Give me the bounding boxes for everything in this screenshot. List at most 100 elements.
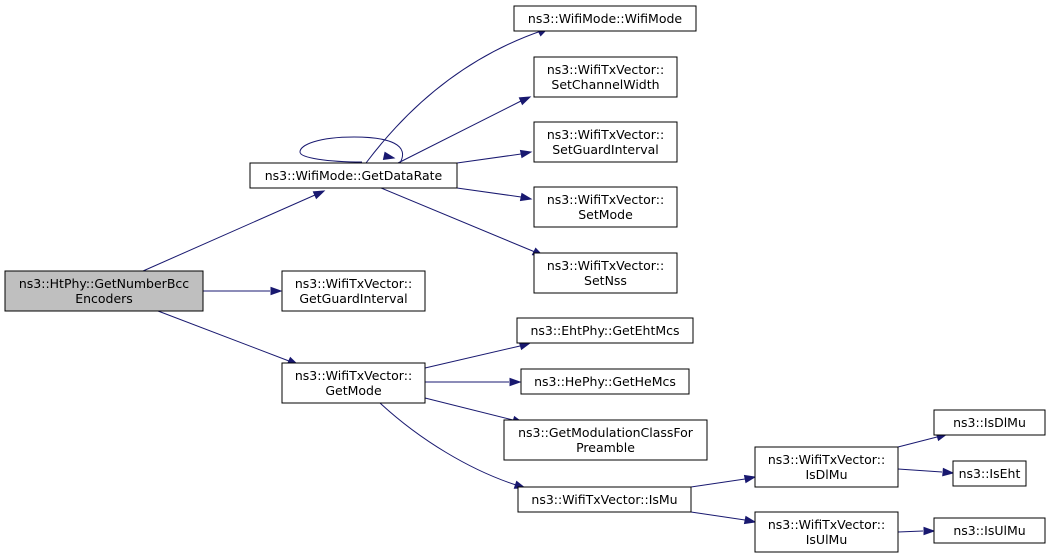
arrowhead-icon bbox=[942, 467, 955, 477]
node-box bbox=[520, 368, 690, 395]
edge-line bbox=[690, 511, 746, 521]
node-label-line: ns3::HtPhy::GetNumberBcc bbox=[19, 276, 189, 291]
node-label-line: ns3::WifiMode::WifiMode bbox=[528, 11, 683, 26]
edge-line bbox=[379, 402, 517, 486]
node-label-line: ns3::WifiTxVector:: bbox=[547, 127, 664, 142]
node-label-line: GetMode bbox=[325, 383, 382, 398]
edge-line bbox=[365, 29, 545, 164]
arrowhead-icon bbox=[518, 96, 532, 106]
node-box bbox=[281, 270, 426, 312]
edge-line bbox=[397, 100, 522, 164]
node-label-line: ns3::WifiMode::GetDataRate bbox=[265, 168, 443, 183]
node-wifitxvector-setnss[interactable]: ns3::WifiTxVector::SetNss bbox=[533, 252, 678, 294]
node-box bbox=[533, 186, 678, 228]
node-wifitxvector-setmode[interactable]: ns3::WifiTxVector::SetMode bbox=[533, 186, 678, 228]
edge-wifimode_getdatarate-to-wifitxvector_setchannelwidth bbox=[397, 96, 532, 164]
node-label-line: IsDlMu bbox=[805, 467, 847, 482]
node-wifimode-wifimode[interactable]: ns3::WifiMode::WifiMode bbox=[513, 5, 697, 32]
edge-wifimode_getdatarate-to-wifitxvector_setnss bbox=[380, 187, 545, 257]
node-label-line: ns3::WifiTxVector::IsMu bbox=[531, 492, 677, 507]
arrowhead-icon bbox=[923, 526, 936, 536]
edge-wifitxvector_ismu-to-wifitxvector_isdlmu bbox=[690, 474, 757, 488]
node-box bbox=[933, 409, 1046, 436]
edge-htphy_getnumberbcc-to-wifitxvector_getmode bbox=[157, 310, 300, 366]
edge-line bbox=[157, 310, 290, 362]
node-label-line: ns3::IsEht bbox=[959, 466, 1021, 481]
edge-wifimode_getdatarate-to-wifitxvector_setguardinterval bbox=[456, 149, 533, 164]
node-wifitxvector-isulmu[interactable]: ns3::WifiTxVector::IsUlMu bbox=[754, 511, 899, 553]
edge-line bbox=[897, 436, 938, 448]
node-box bbox=[754, 511, 899, 553]
node-label-line: ns3::WifiTxVector:: bbox=[295, 276, 412, 291]
node-label-line: SetMode bbox=[578, 207, 633, 222]
node-label-line: ns3::EhtPhy::GetEhtMcs bbox=[530, 323, 679, 338]
node-box bbox=[754, 446, 899, 488]
arrowhead-icon bbox=[382, 151, 396, 161]
nodes-layer: ns3::HtPhy::GetNumberBccEncodersns3::Wif… bbox=[4, 5, 1046, 553]
arrowhead-icon bbox=[519, 149, 533, 159]
edge-htphy_getnumberbcc-to-wifitxvector_getguardinterval bbox=[203, 286, 283, 296]
node-ehtphy-getehtmcs[interactable]: ns3::EhtPhy::GetEhtMcs bbox=[516, 317, 694, 344]
node-box bbox=[533, 56, 678, 98]
node-wifimode-getdatarate[interactable]: ns3::WifiMode::GetDataRate bbox=[249, 162, 458, 189]
node-isulmu[interactable]: ns3::IsUlMu bbox=[933, 517, 1046, 544]
node-wifitxvector-setchannelwidth[interactable]: ns3::WifiTxVector::SetChannelWidth bbox=[533, 56, 678, 98]
edge-wifitxvector_getmode-to-hephy_gethemcs bbox=[425, 377, 522, 387]
node-box bbox=[503, 419, 708, 461]
node-label-line: IsUlMu bbox=[806, 532, 848, 547]
edge-htphy_getnumberbcc-to-wifimode_getdatarate bbox=[142, 190, 326, 272]
edge-line bbox=[456, 153, 522, 164]
edge-wifitxvector_getmode-to-wifitxvector_ismu bbox=[379, 402, 527, 489]
edge-wifitxvector_getmode-to-ehtphy_getehtmcs bbox=[424, 341, 532, 369]
node-box bbox=[513, 5, 697, 32]
node-wifitxvector-ismu[interactable]: ns3::WifiTxVector::IsMu bbox=[517, 486, 692, 513]
node-label-line: ns3::WifiTxVector:: bbox=[768, 517, 885, 532]
node-label-line: ns3::WifiTxVector:: bbox=[547, 192, 664, 207]
node-box bbox=[533, 121, 678, 163]
arrowhead-icon bbox=[270, 286, 283, 296]
node-iseht[interactable]: ns3::IsEht bbox=[952, 460, 1027, 487]
arrowhead-icon bbox=[743, 474, 757, 484]
node-label-line: ns3::IsDlMu bbox=[953, 415, 1026, 430]
node-label-line: ns3::IsUlMu bbox=[953, 523, 1025, 538]
edge-line bbox=[424, 397, 514, 421]
arrowhead-icon bbox=[312, 190, 326, 200]
edge-line bbox=[690, 478, 746, 488]
edge-line bbox=[142, 194, 316, 272]
node-label-line: Encoders bbox=[75, 291, 133, 306]
edge-line bbox=[456, 187, 522, 198]
node-box bbox=[4, 270, 204, 312]
edge-wifimode_getdatarate-to-wifitxvector_setmode bbox=[456, 187, 533, 202]
node-label-line: GetGuardInterval bbox=[299, 291, 407, 306]
edge-line bbox=[424, 345, 521, 369]
node-box bbox=[516, 317, 694, 344]
node-label-line: SetChannelWidth bbox=[551, 77, 659, 92]
edge-line bbox=[380, 187, 536, 253]
edge-wifitxvector_ismu-to-wifitxvector_isulmu bbox=[690, 511, 757, 525]
node-wifitxvector-isdlmu[interactable]: ns3::WifiTxVector::IsDlMu bbox=[754, 446, 899, 488]
edge-wifitxvector_isdlmu-to-iseht bbox=[897, 467, 955, 477]
edge-line bbox=[897, 468, 943, 473]
arrowhead-icon bbox=[519, 192, 533, 202]
node-box bbox=[249, 162, 458, 189]
node-box bbox=[933, 517, 1046, 544]
node-label-line: SetGuardInterval bbox=[552, 142, 659, 157]
node-box bbox=[952, 460, 1027, 487]
node-label-line: ns3::WifiTxVector:: bbox=[547, 62, 664, 77]
node-box bbox=[533, 252, 678, 294]
node-wifitxvector-setguardinterval[interactable]: ns3::WifiTxVector::SetGuardInterval bbox=[533, 121, 678, 163]
node-hephy-gethemcs[interactable]: ns3::HePhy::GetHeMcs bbox=[520, 368, 690, 395]
node-isdlmu[interactable]: ns3::IsDlMu bbox=[933, 409, 1046, 436]
node-label-line: ns3::HePhy::GetHeMcs bbox=[534, 374, 676, 389]
node-label-line: SetNss bbox=[584, 273, 627, 288]
node-box bbox=[281, 362, 426, 404]
node-wifitxvector-getmode[interactable]: ns3::WifiTxVector::GetMode bbox=[281, 362, 426, 404]
edge-wifitxvector_isulmu-to-isulmu bbox=[897, 526, 936, 536]
node-label-line: ns3::WifiTxVector:: bbox=[547, 258, 664, 273]
edge-wifimode_getdatarate-to-wifimode_getdatarate bbox=[299, 136, 403, 164]
node-label-line: ns3::GetModulationClassFor bbox=[518, 425, 694, 440]
node-label-line: ns3::WifiTxVector:: bbox=[768, 452, 885, 467]
node-wifitxvector-getguardinterval[interactable]: ns3::WifiTxVector::GetGuardInterval bbox=[281, 270, 426, 312]
